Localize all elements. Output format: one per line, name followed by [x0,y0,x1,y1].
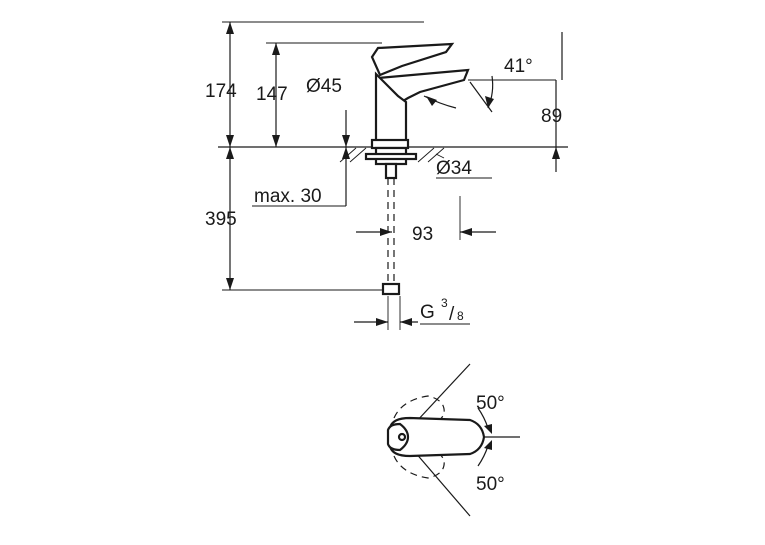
label-rotation-down: 50° [476,474,505,495]
label-max-deck-thickness: max. 30 [254,186,322,207]
handle-pivot [397,432,407,442]
label-total-height: 174 [205,81,237,102]
dim-max-deck-thickness [252,147,350,207]
faucet-base [370,138,410,150]
label-hole-diameter: Ø34 [436,158,472,179]
dim-total-height [222,21,424,147]
handle-top-outline [388,416,486,458]
faucet-top-view [386,363,520,517]
label-base-diameter: Ø45 [306,76,342,97]
label-spout-height: 147 [256,84,288,105]
label-thread-denominator: 8 [457,309,464,323]
label-lever-angle: 41° [504,56,533,77]
threaded-shank [384,162,398,180]
dim-hole-diameter [435,153,492,179]
hose-fitting [381,282,401,296]
dim-lever-angle [423,32,563,113]
label-rotation-up: 50° [476,393,505,414]
faucet-column [374,71,408,143]
dim-spout-height [266,42,382,147]
dim-spout-projection [356,196,496,240]
label-below-deck-length: 395 [205,209,237,230]
lever-handle [370,42,455,77]
label-spout-reach-height: 89 [541,106,562,127]
dim-below-deck-length [222,147,384,291]
label-thread-prefix: G [420,302,435,323]
faucet-side-view [218,42,568,296]
mounting-flange [364,152,418,161]
dim-thread-size [354,296,470,330]
label-thread-numerator: 3 [441,296,448,310]
label-thread-slash: / [449,304,455,325]
label-spout-projection: 93 [412,224,433,245]
dim-spout-reach-height [552,80,560,172]
dim-base-diameter [342,110,350,147]
